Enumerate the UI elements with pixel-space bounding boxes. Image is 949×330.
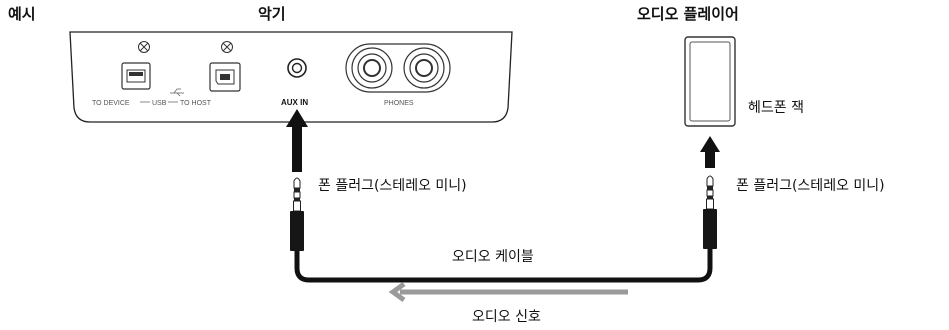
up-arrow-icon	[286, 109, 308, 172]
phone-plug-right	[703, 175, 717, 249]
phone-plug-left	[290, 177, 304, 251]
audio-player-device	[684, 36, 736, 127]
instrument-label: 악기	[258, 5, 286, 23]
to-host-caption: TO HOST	[180, 100, 212, 107]
audio-cable	[294, 249, 713, 283]
screw-icon	[138, 41, 150, 53]
phones-caption: PHONES	[384, 100, 414, 107]
to-device-caption: TO DEVICE	[92, 100, 130, 107]
headphone-jack-label: 헤드폰 잭	[748, 100, 804, 116]
usb-icon	[170, 88, 184, 97]
screw-icon	[221, 41, 233, 53]
audio-signal-label: 오디오 신호	[472, 309, 541, 325]
audio-cable-label: 오디오 케이블	[452, 249, 534, 265]
phone-plug-right-label: 폰 플러그(스테레오 미니)	[736, 178, 885, 194]
aux-in-caption: AUX IN	[281, 98, 308, 107]
audio-player-label: 오디오 플레이어	[637, 5, 739, 23]
usb-to-device-port	[121, 62, 151, 90]
phone-plug-left-label: 폰 플러그(스테레오 미니)	[318, 178, 467, 194]
usb-caption: USB	[152, 100, 167, 107]
aux-in-jack	[287, 58, 307, 78]
up-arrow-icon	[700, 136, 720, 168]
example-label: 예시	[8, 5, 36, 23]
audio-signal-arrow	[388, 281, 628, 303]
usb-to-host-port	[209, 62, 241, 92]
phones-jacks	[345, 43, 451, 93]
